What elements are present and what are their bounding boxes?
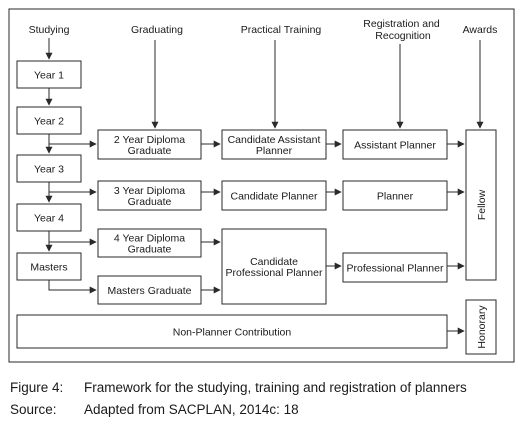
arrow-masters-to-masters-graduate bbox=[48, 280, 97, 294]
box-diploma4-line-1: 4 Year Diploma bbox=[114, 233, 185, 245]
column-header-registration-line1: Registration and bbox=[363, 18, 440, 30]
box-professional-planner-outline bbox=[342, 252, 448, 283]
box-year3-outline bbox=[16, 154, 82, 183]
box-non-planner-contribution-outline bbox=[16, 314, 448, 349]
box-candidate-planner-outline bbox=[221, 180, 327, 211]
box-year2-line-1: Year 2 bbox=[34, 116, 64, 128]
box-candidate-planner: Candidate Planner bbox=[221, 180, 327, 211]
source-text: Adapted from SACPLAN, 2014c: 18 bbox=[84, 402, 299, 417]
box-masters-graduate: Masters Graduate bbox=[97, 275, 202, 305]
box-year2: Year 2 bbox=[16, 106, 82, 135]
figure-text: Framework for the studying, training and… bbox=[84, 380, 467, 395]
box-year3: Year 3 bbox=[16, 154, 82, 183]
diagram-connectors bbox=[45, 38, 484, 335]
column-header-graduating: Graduating bbox=[131, 24, 183, 36]
box-masters-graduate-outline bbox=[97, 275, 202, 305]
box-fellow-outline bbox=[465, 129, 497, 281]
box-year1-label: Year 1 bbox=[34, 70, 64, 82]
box-assistant-planner-line-1: Assistant Planner bbox=[354, 140, 436, 152]
box-professional-planner-label: Professional Planner bbox=[347, 263, 444, 275]
column-header-registration: Registration and Recognition bbox=[363, 18, 442, 42]
box-fellow-label: Fellow bbox=[476, 189, 488, 220]
box-non-planner-contribution-label: Non-Planner Contribution bbox=[173, 327, 292, 339]
box-diploma2-line-2: Graduate bbox=[128, 145, 172, 157]
box-year2-label: Year 2 bbox=[34, 116, 64, 128]
box-masters-graduate-line-1: Masters Graduate bbox=[107, 285, 191, 297]
box-candidate-assistant-planner-line-2: Planner bbox=[256, 145, 293, 157]
column-header-practical-training: Practical Training bbox=[241, 24, 322, 36]
box-diploma3-line-1: 3 Year Diploma bbox=[114, 185, 185, 197]
diagram-boxes: Year 1 Year 2 Year 3 Year 4 Masters 2 Year Di… bbox=[16, 60, 497, 355]
box-planner: Planner bbox=[342, 180, 448, 211]
box-year4-line-1: Year 4 bbox=[34, 213, 64, 225]
column-header-registration-line2: Recognition bbox=[375, 30, 431, 42]
box-diploma4-outline bbox=[97, 228, 202, 258]
box-year2-outline bbox=[16, 106, 82, 135]
box-diploma2-line-1: 2 Year Diploma bbox=[114, 134, 185, 146]
box-candidate-planner-label: Candidate Planner bbox=[231, 191, 318, 203]
box-non-planner-contribution-line-1: Non-Planner Contribution bbox=[173, 327, 292, 339]
box-diploma3-line-2: Graduate bbox=[128, 196, 172, 208]
column-header-awards: Awards bbox=[463, 24, 498, 36]
box-masters-outline bbox=[16, 252, 82, 281]
box-year4-label: Year 4 bbox=[34, 213, 64, 225]
box-diploma2-outline bbox=[97, 129, 202, 160]
box-assistant-planner-label: Assistant Planner bbox=[354, 140, 436, 152]
box-planner-label: Planner bbox=[377, 191, 414, 203]
box-candidate-assistant-planner-outline bbox=[221, 129, 327, 160]
box-year4: Year 4 bbox=[16, 203, 82, 232]
box-year3-label: Year 3 bbox=[34, 164, 64, 176]
box-honorary-outline bbox=[465, 299, 497, 355]
box-planner-line-1: Planner bbox=[377, 191, 414, 203]
source-caption: Source: Adapted from SACPLAN, 2014c: 18 bbox=[10, 402, 299, 417]
box-assistant-planner-outline bbox=[342, 129, 448, 160]
box-candidate-professional-planner-line-2: Professional Planner bbox=[226, 267, 323, 279]
source-label: Source: bbox=[10, 402, 57, 417]
box-candidate-assistant-planner-line-1: Candidate Assistant bbox=[228, 134, 321, 146]
box-planner-outline bbox=[342, 180, 448, 211]
box-candidate-professional-planner-outline bbox=[221, 228, 327, 305]
box-masters: Masters bbox=[16, 252, 82, 281]
box-masters-line-1: Masters bbox=[30, 262, 67, 274]
box-candidate-professional-planner-line-1: Candidate bbox=[250, 256, 298, 268]
box-masters-label: Masters bbox=[30, 262, 67, 274]
box-masters-graduate-label: Masters Graduate bbox=[107, 285, 191, 297]
figure-caption: Figure 4: Framework for the studying, tra… bbox=[10, 380, 467, 395]
box-candidate-planner-line-1: Candidate Planner bbox=[231, 191, 318, 203]
box-honorary-label: Honorary bbox=[476, 305, 488, 349]
box-diploma4-line-2: Graduate bbox=[128, 244, 172, 256]
box-year3-line-1: Year 3 bbox=[34, 164, 64, 176]
box-year1-line-1: Year 1 bbox=[34, 70, 64, 82]
box-year4-outline bbox=[16, 203, 82, 232]
figure-label: Figure 4: bbox=[10, 380, 64, 395]
box-professional-planner: Professional Planner bbox=[342, 252, 448, 283]
box-honorary: Honorary bbox=[465, 299, 497, 355]
box-diploma3-outline bbox=[97, 180, 202, 211]
box-year1-outline bbox=[16, 60, 82, 89]
box-non-planner-contribution: Non-Planner Contribution bbox=[16, 314, 448, 349]
column-header-studying: Studying bbox=[29, 24, 70, 36]
box-year1: Year 1 bbox=[16, 60, 82, 89]
box-fellow: Fellow bbox=[465, 129, 497, 281]
box-professional-planner-line-1: Professional Planner bbox=[347, 263, 444, 275]
box-assistant-planner: Assistant Planner bbox=[342, 129, 448, 160]
